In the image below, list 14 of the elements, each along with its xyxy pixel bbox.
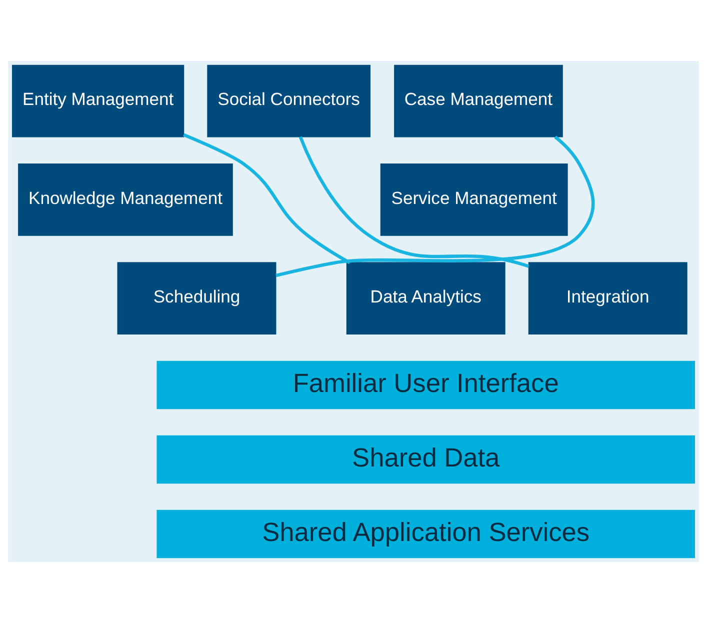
node-box: Shared Data	[156, 435, 695, 484]
node-box: Shared Application Services	[156, 510, 695, 558]
node-box: Social Connectors	[207, 64, 370, 138]
node-box: Familiar User Interface	[156, 360, 695, 410]
node-box: Case Management	[394, 64, 563, 138]
node-box: Knowledge Management	[18, 164, 233, 236]
node-box: Scheduling	[117, 262, 276, 335]
node-box: Service Management	[380, 164, 568, 236]
node-box: Data Analytics	[346, 262, 506, 335]
node-box: Entity Management	[12, 64, 184, 138]
connector	[182, 133, 351, 264]
connector	[298, 136, 530, 268]
connector	[276, 136, 595, 278]
node-box: Integration	[528, 262, 688, 335]
